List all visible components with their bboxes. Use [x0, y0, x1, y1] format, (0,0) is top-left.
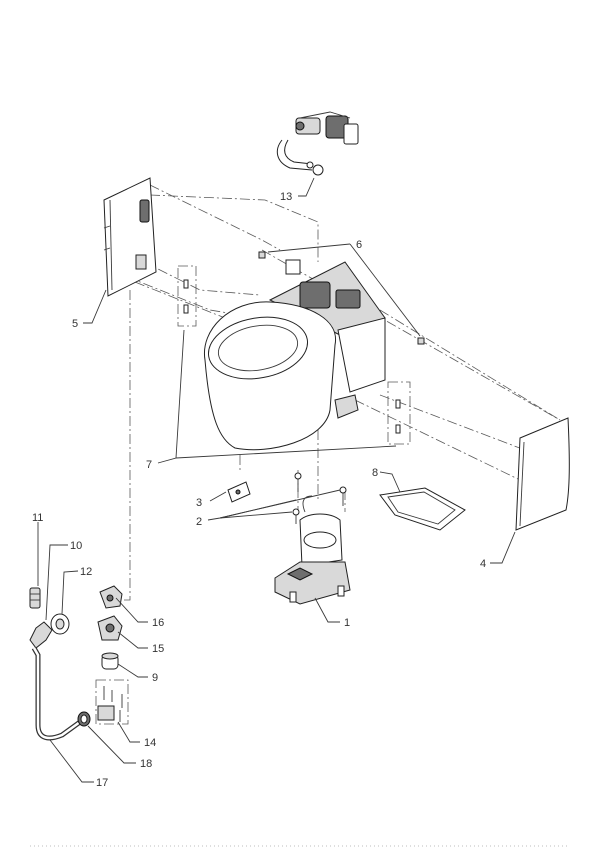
callout-4: 4 — [480, 558, 486, 570]
callout-9: 9 — [152, 672, 158, 684]
toilet-bowl-body — [203, 259, 386, 451]
callout-7: 7 — [146, 459, 152, 471]
callout-18: 18 — [140, 758, 152, 770]
rear-panel-part-5 — [103, 177, 157, 297]
drip-tray-part-8 — [379, 487, 466, 531]
clips-part-6 — [258, 251, 425, 345]
base-pedestal-part-1 — [274, 495, 351, 605]
callout-10: 10 — [70, 540, 82, 552]
valve-parts-16-15-9 — [97, 585, 123, 670]
fitting-part-11 — [29, 587, 41, 609]
callout-3: 3 — [196, 497, 202, 509]
valve-block-part-14 — [95, 679, 129, 725]
elbow-hose-parts-10-17 — [29, 621, 82, 741]
hose-nut-part-18 — [77, 711, 91, 727]
brackets-part-7 — [177, 265, 411, 445]
callout-12: 12 — [80, 566, 92, 578]
callout-1: 1 — [344, 617, 350, 629]
side-cover-part-4 — [515, 417, 570, 531]
callout-16: 16 — [152, 617, 164, 629]
callout-2: 2 — [196, 516, 202, 528]
leader-lines — [37, 177, 516, 783]
callout-17: 17 — [96, 777, 108, 789]
callout-labels: 13 6 5 7 3 2 8 4 1 11 10 12 16 15 9 14 1… — [32, 191, 486, 789]
valve-assembly-part-13 — [276, 111, 359, 176]
callout-13: 13 — [280, 191, 292, 203]
callout-5: 5 — [72, 318, 78, 330]
bracket-part-3 — [227, 481, 251, 503]
callout-15: 15 — [152, 643, 164, 655]
callout-8: 8 — [372, 467, 378, 479]
washer-part-12 — [50, 613, 70, 635]
callout-6: 6 — [356, 239, 362, 251]
callout-14: 14 — [144, 737, 156, 749]
screws-part-2 — [292, 472, 347, 524]
callout-11: 11 — [32, 512, 43, 524]
